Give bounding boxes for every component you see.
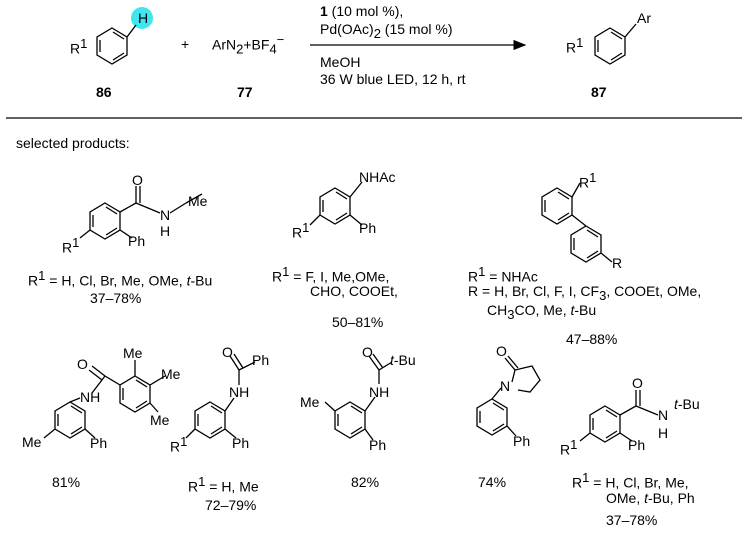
p5-r1: R1	[170, 434, 188, 455]
p8-r1: R1	[560, 437, 578, 458]
product-2-structure	[309, 181, 363, 226]
p8-tbu: t-Bu	[674, 396, 700, 412]
p5-phenyl: Ph	[232, 435, 250, 451]
p7-nitrogen: N	[500, 378, 511, 394]
p2-substituents-line2: CHO, COOEt,	[310, 283, 398, 299]
p3-r: R	[612, 255, 623, 271]
p4-methyl-right: Me	[161, 366, 181, 382]
p8-oxygen: O	[632, 375, 643, 391]
p1-oxygen: O	[132, 172, 143, 188]
p1-methyl: Me	[188, 193, 208, 209]
product-r1-label: R1	[566, 35, 584, 56]
p2-phenyl: Ph	[359, 220, 377, 236]
p3-yield: 47–88%	[566, 331, 618, 347]
product-87-structure	[594, 23, 637, 65]
p5-phenyl-top: Ph	[252, 352, 270, 368]
p1-yield: 37–78%	[90, 290, 142, 306]
p5-substituents: R1 = H, Me	[188, 474, 259, 495]
product-number: 87	[591, 84, 607, 100]
p6-yield: 82%	[351, 474, 380, 490]
p3-substituents-line1: R1 = NHAc	[468, 264, 538, 285]
p2-r1: R1	[292, 220, 310, 241]
p3-r1: R1	[579, 170, 597, 191]
p4-methyl-bottom: Me	[150, 412, 170, 428]
p4-phenyl: Ph	[90, 435, 108, 451]
product-5-structure	[185, 353, 256, 439]
reactant-r1-label: R1	[70, 36, 88, 57]
p4-oxygen: O	[77, 356, 88, 372]
product-ar-label: Ar	[637, 10, 651, 26]
product-4-structure	[43, 360, 166, 439]
p8-phenyl: Ph	[628, 437, 646, 453]
p2-yield: 50–81%	[332, 314, 384, 330]
p8-hydrogen: H	[658, 425, 669, 441]
p1-phenyl: Ph	[128, 233, 146, 249]
product-3-structure	[541, 182, 613, 263]
p4-yield: 81%	[52, 474, 81, 490]
condition-solvent-line: MeOH	[320, 54, 361, 70]
p4-methyl-ring: Me	[22, 434, 42, 450]
product-7-structure	[476, 355, 541, 437]
p6-tbu: t-Bu	[390, 352, 416, 368]
p2-nhac: NHAc	[359, 169, 396, 185]
condition-pd-line: Pd(OAc)2 (15 mol %)	[320, 21, 453, 41]
p5-nh: NH	[229, 384, 250, 400]
p6-methyl: Me	[300, 394, 320, 410]
product-1-structure	[79, 186, 203, 240]
p4-methyl-top: Me	[123, 345, 143, 361]
p2-substituents-line1: R1 = F, I, Me,OMe,	[272, 264, 390, 285]
p1-hydrogen: H	[160, 223, 171, 239]
p1-r1: R1	[62, 235, 80, 256]
p6-oxygen: O	[362, 344, 373, 360]
p3-substituents-line3: CH3CO, Me, t-Bu	[487, 302, 597, 322]
p8-substituents-line2: OMe, t-Bu, Ph	[606, 490, 695, 506]
p4-nh: NH	[80, 389, 101, 405]
reactant-86-structure	[96, 7, 153, 65]
p1-nitrogen: N	[160, 207, 171, 223]
highlighted-h-circle	[131, 7, 153, 29]
reactant-number: 86	[96, 84, 112, 100]
p3-substituents-line2: R = H, Br, Cl, F, I, CF3, COOEt, OMe,	[468, 283, 702, 303]
p5-oxygen: O	[222, 344, 233, 360]
p6-nh: NH	[369, 384, 390, 400]
p8-substituents-line1: R1 = H, Cl, Br, Me,	[572, 470, 689, 491]
p8-nitrogen: N	[658, 407, 669, 423]
p7-oxygen: O	[496, 343, 507, 359]
p5-yield: 72–79%	[205, 497, 257, 513]
p8-yield: 37–78%	[606, 512, 658, 528]
condition-catalyst-line: 1 (10 mol %),	[320, 3, 404, 19]
p1-substituents: R1 = H, Cl, Br, Me, OMe, t-Bu	[28, 268, 213, 289]
product-6-structure	[324, 353, 393, 441]
condition-light-line: 36 W blue LED, 12 h, rt	[320, 71, 466, 87]
p7-yield: 74%	[478, 474, 507, 490]
p6-phenyl: Ph	[369, 437, 387, 453]
reactant-h-label: H	[138, 10, 149, 26]
selected-products-heading: selected products:	[16, 135, 130, 151]
plus-sign: +	[181, 36, 190, 52]
product-8-structure	[579, 390, 659, 443]
p7-phenyl: Ph	[513, 433, 531, 449]
reagent-formula: ArN2+BF4−	[212, 32, 285, 57]
reagent-number: 77	[237, 84, 253, 100]
